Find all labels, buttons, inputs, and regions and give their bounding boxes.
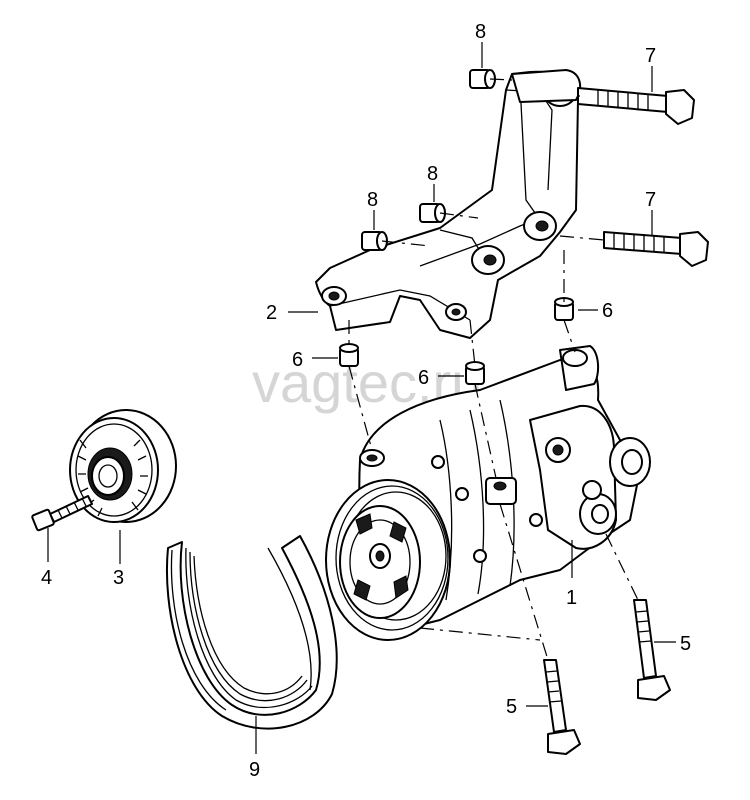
callout-2: 2 [266,302,277,324]
compressor-bracket[interactable] [315,69,582,339]
callout-6-left: 6 [292,349,303,371]
leader-lines [47,42,676,754]
bracket-bolt-upper[interactable] [577,87,695,125]
callout-labels: 8 7 8 8 7 2 6 6 6 1 4 3 5 5 9 [41,21,691,781]
callout-7-lower: 7 [645,189,656,211]
callout-5-center: 5 [506,696,517,718]
assembly-lines [348,78,639,661]
callout-8-left: 8 [367,189,378,211]
callout-9: 9 [249,759,260,781]
callout-7-top: 7 [645,45,656,67]
callout-3: 3 [113,567,124,589]
bracket-bolt-lower[interactable] [603,231,709,267]
callout-8-middle: 8 [427,163,438,185]
drive-belt[interactable] [166,535,338,730]
dowel-sleeve-center[interactable] [465,361,485,385]
callout-4: 4 [41,567,52,589]
callout-6-right: 6 [602,300,613,322]
callout-8-top: 8 [475,21,486,43]
compressor-bolt-right[interactable] [633,599,671,701]
ac-compressor[interactable] [325,345,651,641]
dowel-sleeve-left[interactable] [339,343,359,367]
callout-6-center: 6 [418,367,429,389]
callout-1: 1 [566,587,577,609]
pulley-bolt[interactable] [31,495,93,532]
compressor-bolt-center[interactable] [543,659,581,755]
callout-5-right: 5 [680,633,691,655]
idler-pulley[interactable] [69,409,177,523]
